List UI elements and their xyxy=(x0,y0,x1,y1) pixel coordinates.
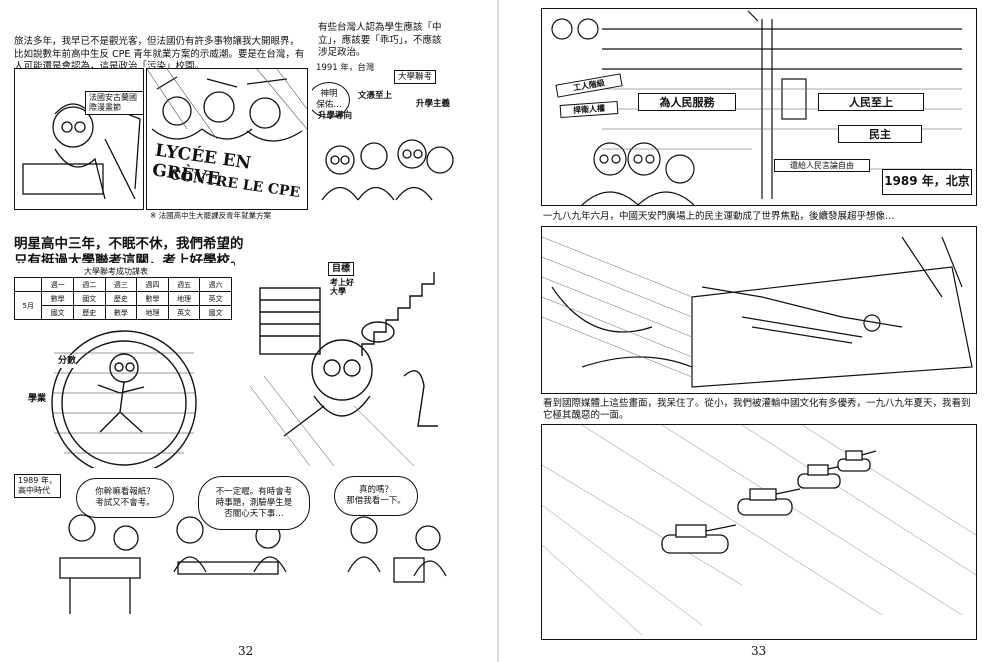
speech-really: 真的嗎？ 那借我看一下。 xyxy=(334,476,418,516)
protest-crowd-drawing xyxy=(147,69,307,142)
label-score: 分數 xyxy=(58,355,77,368)
goal-subtext: 考上好 大學 xyxy=(330,278,354,296)
label-student: 學業 xyxy=(28,393,47,406)
page-number-left: 32 xyxy=(238,644,254,658)
caption-june-1989: 一九八九年六月，中國天安門廣場上的民主運動成了世界焦點，後續發展超乎想像… xyxy=(543,211,895,222)
tanks-drawing xyxy=(542,425,976,636)
banner-serve-people: 為人民服務 xyxy=(638,93,736,111)
year-1989-highschool: 1989 年， 高中時代 xyxy=(14,474,61,498)
page-number-right: 33 xyxy=(751,644,767,658)
panel-taiwan-students: 1991 年，台灣 大學聯考 神明 保佑… 文憑至上 升學主義 升學導向 xyxy=(312,60,458,208)
intro-caption: 旅法多年，我早已不是觀光客，但法國仍有許多事物讓我大開眼界，比如說數年前高中生反… xyxy=(14,36,305,72)
right-page: 工人階級 捍衛人權 為人民服務 人民至上 民主 還給人民言論自由 1989 年，… xyxy=(503,0,1000,662)
right-intro-caption: 有些台灣人認為學生應該「中立」，應該要「乖巧」，不應該涉足政治。 xyxy=(318,22,442,58)
panel-schedule-wheel: 大學聯考成功謀表 週一 週二 週三 週四 週五 週六 5月 數學 國文 歷史 數… xyxy=(14,263,234,468)
schedule-cell: 國文 xyxy=(199,305,232,320)
panel-french-protest: LYCÉE EN GRÈVE CONTRE LE CPE xyxy=(146,68,308,210)
year-taiwan-caption: 1991 年，台灣 xyxy=(316,63,375,73)
hamster-wheel-drawing xyxy=(51,330,197,468)
left-page: 旅法多年，我早已不是觀光客，但法國仍有許多事物讓我大開眼界，比如說數年前高中生反… xyxy=(0,0,499,662)
panel-goal-stairs: 目標 考上好 大學 xyxy=(244,236,458,468)
schedule-header-row: 週一 週二 週三 週四 週五 週六 xyxy=(14,277,232,292)
stairs-study-drawing xyxy=(249,272,438,467)
schedule-row: 國文 歷史 數學 地理 英文 國文 xyxy=(15,305,232,320)
label-shengxue: 升學主義 xyxy=(416,99,451,109)
goal-label: 目標 xyxy=(328,262,355,276)
panel-aftermath xyxy=(541,226,977,394)
aftermath-drawing xyxy=(542,236,973,388)
speech-maybe: 不一定喔。有時會考 時事題，測驗學生是 否關心天下事… xyxy=(198,476,310,530)
label-wenti: 文憑至上 xyxy=(358,91,393,101)
exam-sign: 大學聯考 xyxy=(394,70,437,84)
schedule-cell: 數學 xyxy=(104,305,138,320)
schedule-table: 週一 週二 週三 週四 週五 週六 5月 數學 國文 歷史 數學 地理 英文 國… xyxy=(14,277,232,320)
banner-people-first: 人民至上 xyxy=(818,93,924,111)
protest-footnote: ※ 法國高中生大罷課反青年就業方案 xyxy=(150,211,272,220)
year-beijing-caption: 1989 年，北京 xyxy=(882,169,972,195)
schedule-cell: 英文 xyxy=(167,305,201,320)
taiwan-students-drawing xyxy=(321,139,454,201)
tiananmen-drawing xyxy=(551,10,962,205)
panel-student-desk: 法國安古蘭國際漫畫節 xyxy=(14,68,144,210)
caption-shocked: 看到國際媒體上這些畫面，我呆住了。從小，我們被灌輸中國文化有多優秀，一九八九年夏… xyxy=(543,398,971,421)
student-desk-drawing xyxy=(22,103,141,200)
schedule-month: 5月 xyxy=(14,291,43,320)
schedule-title: 大學聯考成功謀表 xyxy=(84,267,148,276)
label-shengxue-dui: 升學導向 xyxy=(318,111,353,121)
banner-democracy: 民主 xyxy=(838,125,922,143)
speech-shenming: 神明 保佑… xyxy=(312,82,350,118)
panel-tiananmen-protest: 工人階級 捍衛人權 為人民服務 人民至上 民主 還給人民言論自由 1989 年，… xyxy=(541,8,977,206)
caption-france-festival: 法國安古蘭國際漫畫節 xyxy=(85,91,143,115)
panel-classmates: 1989 年， 高中時代 你幹嘛看報紙？ 考試又不會考。 不一定喔。有時會考 時… xyxy=(14,472,458,622)
sign-free-speech: 還給人民言論自由 xyxy=(774,159,870,172)
panel-tanks xyxy=(541,424,977,640)
speech-newspaper: 你幹嘛看報紙？ 考試又不會考。 xyxy=(76,478,174,518)
